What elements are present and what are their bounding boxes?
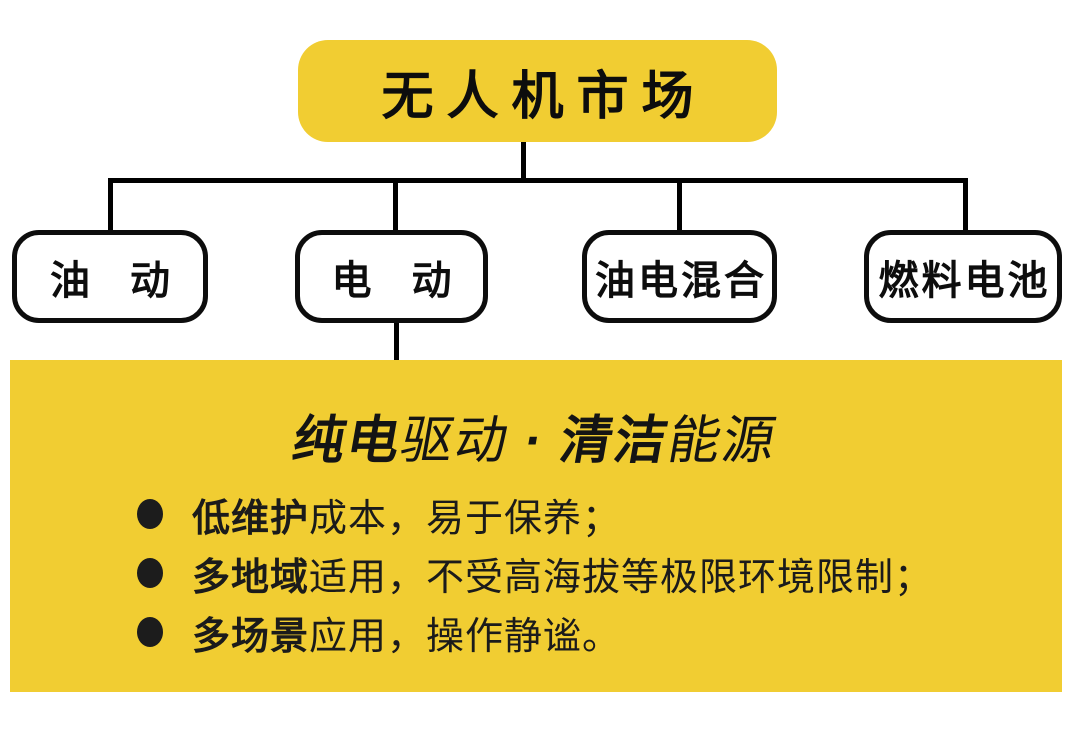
root-node-drone-market: 无人机市场 (298, 40, 777, 142)
branch-node-fuel-cell: 燃料电池 (864, 230, 1062, 323)
bullet-text: 多地域适用，不受高海拔等极限环境限制； (192, 546, 933, 601)
bullet-dot-icon (137, 499, 163, 529)
bullet-bold-text: 低维护 (192, 497, 310, 540)
root-node-label: 无人机市场 (381, 67, 707, 126)
branch-label-hybrid: 油电混合 (595, 258, 767, 303)
list-item: 低维护成本，易于保养； (137, 494, 933, 540)
connector-root-trunk (521, 142, 526, 182)
bullet-text: 低维护成本，易于保养； (192, 487, 621, 542)
panel-title-segment: 清洁 (555, 412, 674, 470)
branch-label-oil: 油 动 (50, 258, 170, 303)
connector-electric-to-panel (394, 322, 399, 360)
panel-title-segment: 能源 (663, 412, 782, 470)
bullet-dot-icon (137, 617, 163, 647)
list-item: 多地域适用，不受高海拔等极限环境限制； (137, 553, 933, 599)
bullet-bold-text: 多场景 (192, 615, 310, 658)
bullet-bold-text: 多地域 (192, 556, 310, 599)
branch-label-electric: 电 动 (331, 258, 452, 303)
branch-node-hybrid: 油电混合 (582, 230, 777, 323)
panel-title-segment: 纯电 (288, 412, 407, 470)
bullet-rest-text: 适用，不受高海拔等极限环境限制； (309, 556, 934, 599)
bullet-dot-icon (137, 558, 163, 588)
bullet-text: 多场景应用，操作静谧。 (192, 605, 621, 660)
panel-title-segment: 驱动 (396, 412, 515, 470)
bullet-rest-text: 应用，操作静谧。 (309, 615, 622, 658)
connector-horizontal-bar (108, 178, 968, 183)
benefit-list: 低维护成本，易于保养； 多地域适用，不受高海拔等极限环境限制； 多场景应用，操作… (137, 494, 933, 658)
branch-node-electric: 电 动 (295, 230, 488, 323)
connector-drop-electric (393, 178, 398, 230)
connector-drop-hybrid (677, 178, 682, 230)
branch-label-fuel-cell: 燃料电池 (878, 258, 1051, 303)
bullet-rest-text: 成本，易于保养； (309, 497, 622, 540)
list-item: 多场景应用，操作静谧。 (137, 612, 933, 658)
branch-node-oil: 油 动 (12, 230, 208, 323)
electric-detail-panel: 纯电驱动·清洁能源 低维护成本，易于保养； 多地域适用，不受高海拔等极限环境限制… (10, 360, 1062, 692)
panel-title-separator-dot: · (520, 412, 550, 470)
connector-drop-fuel-cell (963, 178, 968, 230)
connector-drop-oil (108, 178, 113, 230)
panel-title: 纯电驱动·清洁能源 (3, 398, 1068, 473)
